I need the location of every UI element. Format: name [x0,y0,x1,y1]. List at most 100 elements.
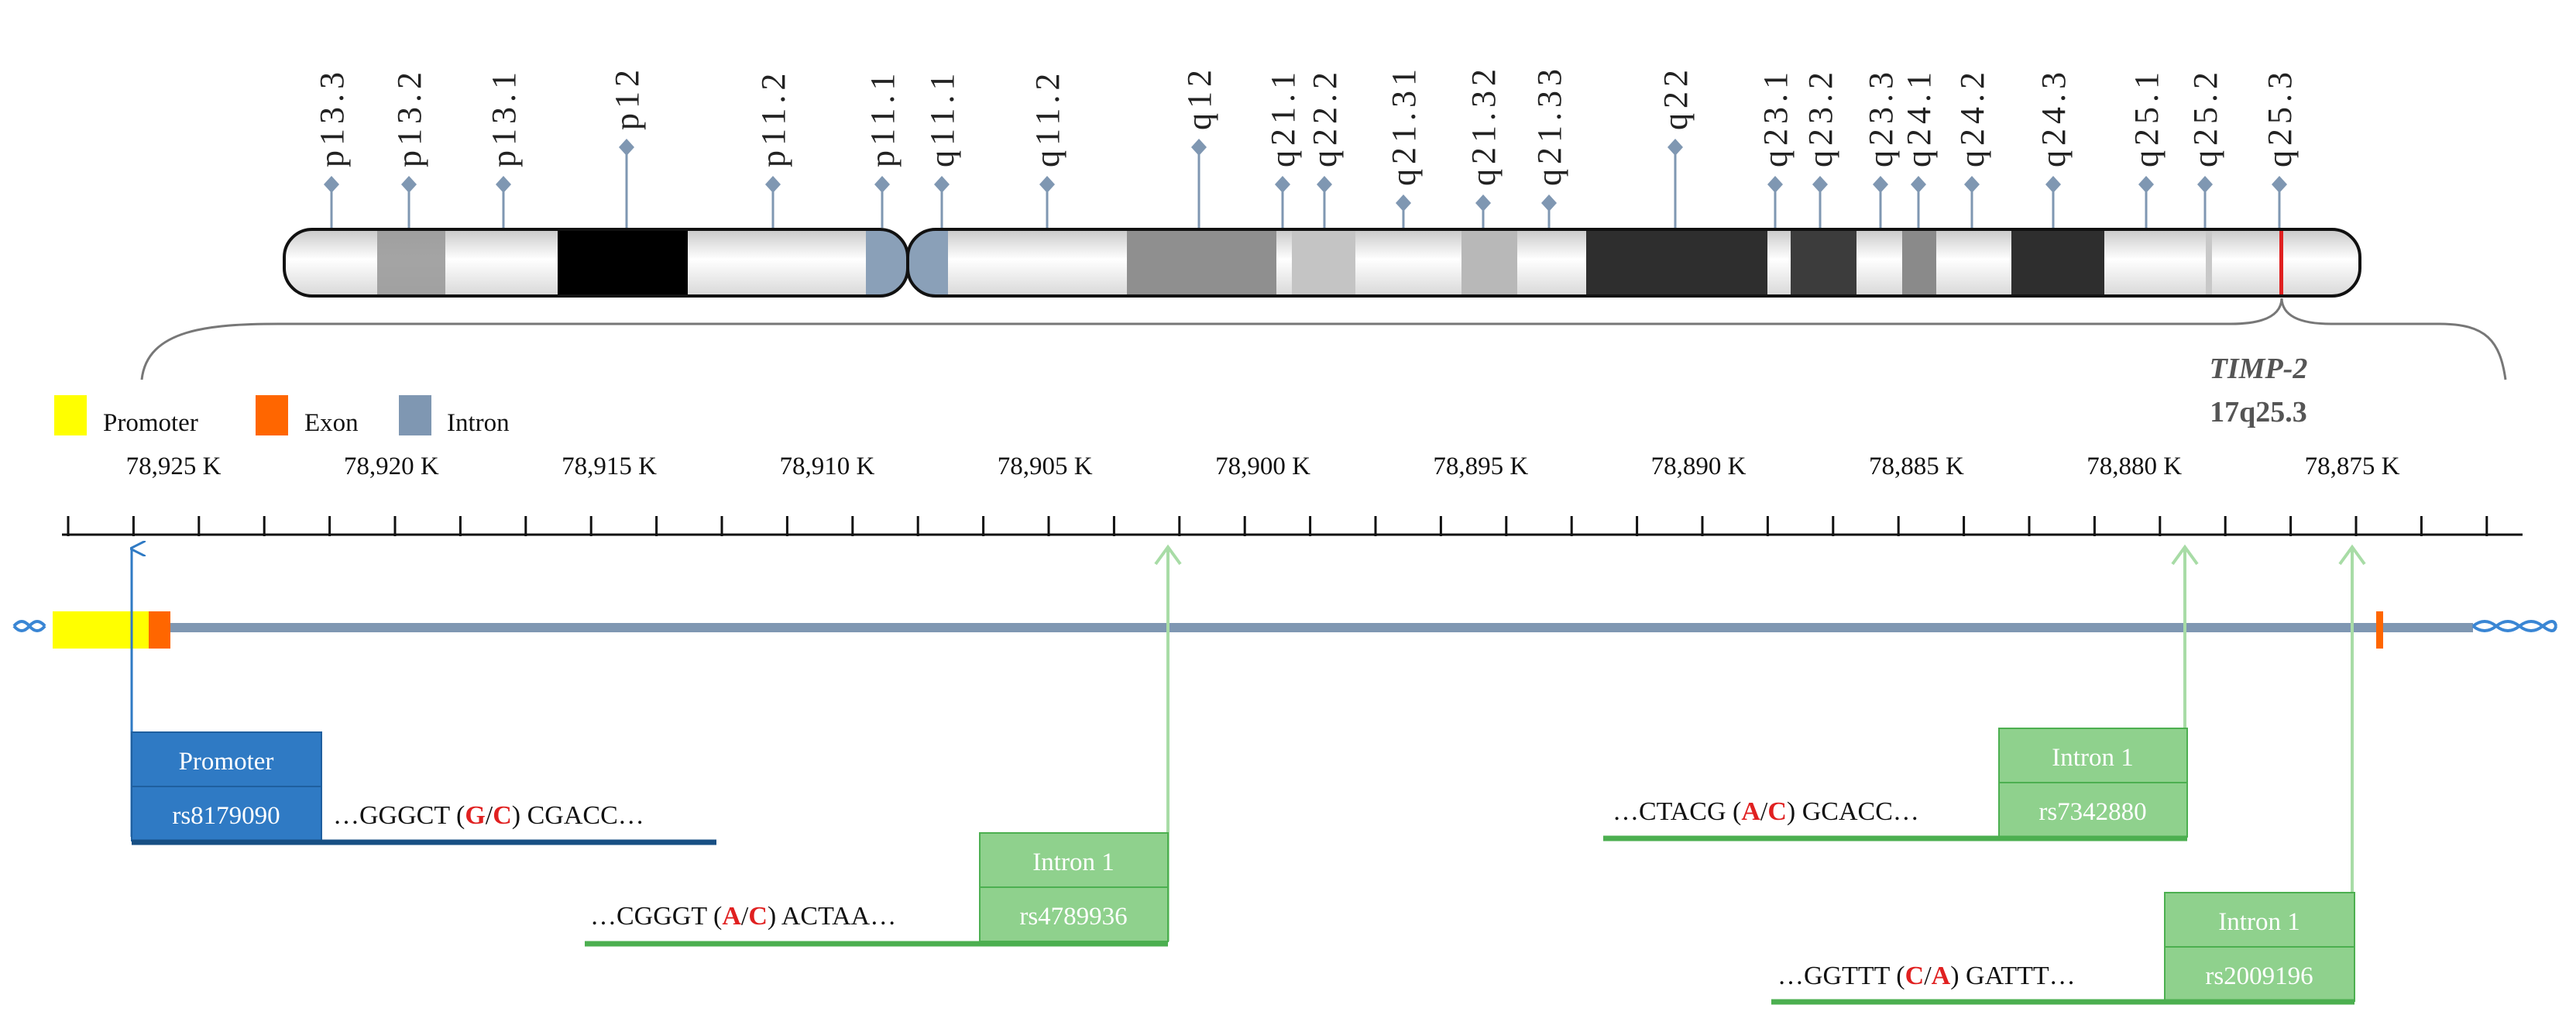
scale-label: 78,875 K [2305,453,2400,480]
timp2-locus-marker [2279,231,2283,294]
band-label-q24-1: q24.1 [1900,67,1938,167]
arrowhead-rs2009196 [2338,544,2366,566]
band-label-q21-1: q21.1 [1264,67,1302,167]
band-pin-marker [1911,176,1926,193]
snp-sequence: …CGGGT (A/C) ACTAA… [590,902,896,931]
scale-label: 78,880 K [2087,453,2182,480]
gene-location: 17q25.3 [2210,396,2307,428]
band-pin-marker [934,176,950,193]
band-pin-marker [1191,139,1207,156]
band-label-q22-2: q22.2 [1306,67,1344,167]
band-label-q21-33: q21.33 [1530,64,1568,186]
band-label-q25-2: q25.2 [2186,67,2224,167]
legend-swatch-intron [399,395,431,435]
snp-id-box [2164,946,2355,1002]
snp-id: rs7342880 [2038,798,2146,826]
scale-label: 78,925 K [126,453,222,480]
scale-label: 78,915 K [562,453,657,480]
promoter-region [53,611,149,649]
band-pin-marker [324,176,339,193]
legend-label-exon: Exon [304,409,359,437]
band-pin-marker [2197,176,2213,193]
snp-sequence: …CTACG (A/C) GCACC… [1613,797,1919,826]
snp-callout-rs2009196: Intron 1 rs2009196 …GGTTT (C/A) GATTT… [1771,892,2355,1005]
band-label-p11-2: p11.2 [754,69,792,167]
snp-sequence: …GGTTT (C/A) GATTT… [1777,962,2076,990]
scale-label: 78,920 K [344,453,439,480]
band-pin-marker [1541,194,1557,212]
snp-id-box [131,786,322,841]
scale-label: 78,885 K [1869,453,1964,480]
band-pin-marker [1964,176,1980,193]
band-label-q11-2: q11.2 [1029,69,1066,167]
snp-id: rs2009196 [2205,962,2313,990]
band-labels: p13.3 p13.2 p13.1 p12 p11.2 p11.1 q11.1 q11.2 q1… [313,64,2299,228]
snp-sequence: …GGGCT (G/C) CGACC… [333,801,644,830]
band-label-q25-3: q25.3 [2261,67,2299,167]
dna-end-left-icon [12,620,46,632]
band-pin-marker [1475,194,1491,212]
region-label: Promoter [179,748,274,776]
intron-line [53,623,2473,632]
zoom-bracket [140,298,2507,380]
region-label: Intron 1 [2218,908,2300,936]
band-pin-marker [1812,176,1828,193]
band-label-p13-1: p13.1 [485,67,523,167]
band-label-p13-3: p13.3 [313,67,351,167]
snp-callout-rs7342880: Intron 1 rs7342880 …CTACG (A/C) GCACC… [1603,728,2188,841]
band-label-q24-2: q24.2 [1953,67,1991,167]
chromosome-ideogram: p13.3 p13.2 p13.1 p12 p11.2 p11.1 q11.1 q11.2 q1… [283,64,2361,298]
scale-label: 78,905 K [998,453,1093,480]
exon-2 [2376,611,2383,649]
band-label-q24-3: q24.3 [2035,67,2073,167]
scale-label: 78,890 K [1651,453,1747,480]
scale-ticks [67,516,2488,536]
snp-callout-rs4789936: Intron 1 rs4789936 …CGGGT (A/C) ACTAA… [585,832,1169,947]
scale-label: 78,895 K [1433,453,1528,480]
band-pin-marker [1873,176,1888,193]
band-pin-marker [401,176,417,193]
region-box [1998,728,2188,783]
band-label-p13-2: p13.2 [390,67,428,167]
band-pin-marker [1396,194,1411,212]
band-label-p12: p12 [608,65,646,130]
arrowhead-rs7342880 [2171,544,2199,566]
band-pin-marker [496,176,511,193]
band-pin-marker [874,176,890,193]
band-label-q11-1: q11.1 [923,69,961,167]
scale-label: 78,900 K [1215,453,1310,480]
snp-id: rs8179090 [172,802,280,830]
band-label-p11-1: p11.1 [864,69,902,167]
snp-id-box [1998,782,2188,838]
band-label-q23-1: q23.1 [1757,67,1795,167]
band-label-q25-1: q25.1 [2128,67,2166,167]
gene-track [12,611,2557,649]
q-arm-outline [906,228,2361,298]
band-pin-marker [1039,176,1055,193]
exon-1 [149,611,170,649]
q-arm [908,229,2360,296]
legend-swatch-exon [256,395,288,435]
arrowhead-rs4789936 [1154,544,1182,566]
band-pin-marker [765,176,781,193]
band-label-q22: q22 [1657,65,1695,130]
p-arm [284,229,908,296]
gene-name: TIMP-2 [2210,353,2308,385]
band-label-q21-32: q21.32 [1465,64,1503,186]
legend: Promoter Exon Intron [54,395,510,437]
band-label-q23-3: q23.3 [1862,67,1900,167]
band-label-q12: q12 [1180,65,1218,130]
dna-end-right-icon [2471,620,2557,632]
band-pin-marker [619,139,634,156]
region-label: Intron 1 [1032,848,1114,876]
legend-label-promoter: Promoter [103,409,198,437]
band-label-q23-2: q23.2 [1801,67,1839,167]
band-pin-marker [2045,176,2061,193]
snp-callout-rs8179090: Promoter rs8179090 …GGGCT (G/C) CGACC… [131,731,716,845]
region-box [979,832,1169,888]
band-pin-marker [2138,176,2154,193]
band-pin-marker [1317,176,1332,193]
